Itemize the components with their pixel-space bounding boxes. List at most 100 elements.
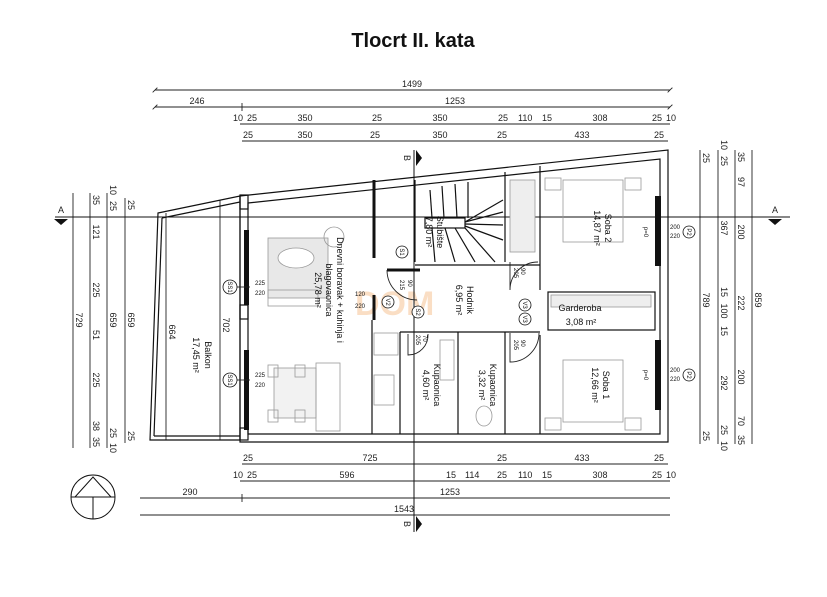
opening-tag: V3 xyxy=(521,301,527,309)
dim-label: 200 xyxy=(736,369,746,384)
dim-label: 308 xyxy=(592,470,607,480)
dim-label: 246 xyxy=(189,96,204,106)
room-area: 6,95 m² xyxy=(454,285,464,316)
opening-tag: P2 xyxy=(685,228,691,236)
dim-label: 25 xyxy=(498,113,508,123)
dim-label: 15 xyxy=(719,326,729,336)
dim-label: 10 xyxy=(666,113,676,123)
section-a-left-label: A xyxy=(58,205,64,215)
left-dimensions: 729 35 121 225 51 225 38 35 10 25 659 25… xyxy=(72,185,231,453)
dim-label: 25 xyxy=(719,156,729,166)
dim-label: 15 xyxy=(719,287,729,297)
opening-height: 205 xyxy=(512,268,518,279)
dim-label: 789 xyxy=(701,292,711,307)
dim-label: 222 xyxy=(736,295,746,310)
dim-label: 25 xyxy=(372,113,382,123)
dim-label: 350 xyxy=(297,130,312,140)
room-area: 7,80 m² xyxy=(424,217,434,248)
dim-label: 25 xyxy=(370,130,380,140)
dim-label: 35 xyxy=(736,435,746,445)
section-b-bottom-label: B xyxy=(402,521,412,527)
dim-label: 859 xyxy=(753,292,763,307)
dim-label: 596 xyxy=(339,470,354,480)
staircase xyxy=(424,182,504,263)
furniture xyxy=(267,177,652,432)
room-name: Garderoba xyxy=(558,303,601,313)
door-v3-lower: V3 90 205 xyxy=(509,312,540,363)
dim-label: 97 xyxy=(736,177,746,187)
dim-label: 1253 xyxy=(445,96,465,106)
dim-label: 25 xyxy=(108,428,118,438)
opening-height: 220 xyxy=(670,377,681,383)
opening-height: 220 xyxy=(255,383,266,389)
dim-label: 25 xyxy=(497,470,507,480)
dim-label: 725 xyxy=(362,453,377,463)
room-name: Dnevni boravak + kuhinja i xyxy=(335,237,345,343)
dim-label: 51 xyxy=(91,330,101,340)
opening-width: 225 xyxy=(255,281,266,287)
opening-tag: SS1 xyxy=(226,374,232,386)
plan-title: Tlocrt II. kata xyxy=(351,30,475,52)
bottom-dimensions: 25 725 25 433 25 10 25 596 15 114 25 110… xyxy=(140,453,676,516)
room-name: Balkon xyxy=(203,341,213,369)
dim-label: 25 xyxy=(701,431,711,441)
dim-label: 25 xyxy=(108,201,118,211)
dim-label: 35 xyxy=(736,152,746,162)
dim-label: 25 xyxy=(701,153,711,163)
sill-height: p=0 xyxy=(642,227,648,238)
room-soba-2: Soba 2 14,87 m² xyxy=(592,210,613,246)
room-area: 3,32 m² xyxy=(477,370,487,401)
room-balkon: Balkon 17,45 m² xyxy=(191,337,213,373)
room-name: Stubište xyxy=(435,216,445,249)
room-area: 17,45 m² xyxy=(191,337,201,373)
opening-width: 200 xyxy=(670,368,681,374)
dim-label: 35 xyxy=(91,195,101,205)
room-name: Hodnik xyxy=(465,286,475,315)
dim-label: 10 xyxy=(666,470,676,480)
dim-label: 25 xyxy=(243,130,253,140)
room-garderoba: Garderoba 3,08 m² xyxy=(558,303,601,327)
room-kupaonica-1: Kupaonica 4,60 m² xyxy=(421,364,442,407)
dim-label: 308 xyxy=(592,113,607,123)
room-living-kitchen-dining: Dnevni boravak + kuhinja i blagovaonica … xyxy=(313,237,345,343)
dim-label: 25 xyxy=(247,470,257,480)
section-line-a: A A xyxy=(54,205,790,225)
opening-width: 225 xyxy=(255,373,266,379)
dim-label: 10 xyxy=(108,185,118,195)
dim-label: 70 xyxy=(736,416,746,426)
dim-label: 10 xyxy=(233,113,243,123)
room-name: Soba 1 xyxy=(601,371,611,400)
dim-label: 433 xyxy=(574,453,589,463)
opening-p2-lower: P2 200 220 p=0 xyxy=(642,368,696,383)
dim-label: 290 xyxy=(182,487,197,497)
opening-width: 70 xyxy=(421,335,427,342)
dim-label: 10 xyxy=(719,441,729,451)
room-area: 12,66 m² xyxy=(590,367,600,403)
dim-label: 729 xyxy=(74,312,84,327)
dim-label: 35 xyxy=(91,437,101,447)
dim-label: 664 xyxy=(167,324,177,339)
dim-label: 100 xyxy=(719,303,729,318)
room-name: Kupaonica xyxy=(488,364,498,407)
opening-width: 90 xyxy=(406,280,412,287)
dim-label: 225 xyxy=(91,372,101,387)
dim-label: 200 xyxy=(736,224,746,239)
dim-label: 25 xyxy=(654,130,664,140)
opening-height: 205 xyxy=(414,335,420,346)
door-s2: S2 70 205 xyxy=(407,305,429,356)
dim-label: 1253 xyxy=(440,487,460,497)
opening-height: 220 xyxy=(255,291,266,297)
top-dimensions: 1499 246 1253 10 25 350 25 350 25 110 15… xyxy=(155,79,676,142)
north-arrow-icon xyxy=(70,474,116,520)
room-kupaonica-2: Kupaonica 3,32 m² xyxy=(477,364,498,407)
dim-label: 15 xyxy=(446,470,456,480)
opening-width: 200 xyxy=(670,225,681,231)
opening-ss1-upper: SS1 225 220 xyxy=(222,279,266,297)
dim-label: 10 xyxy=(108,443,118,453)
room-area: 25,78 m² xyxy=(313,272,323,308)
section-line-b: B B xyxy=(402,150,422,532)
door-v2: V2 120 220 xyxy=(355,292,395,320)
dim-label: 350 xyxy=(432,130,447,140)
opening-tag: S1 xyxy=(398,248,404,256)
